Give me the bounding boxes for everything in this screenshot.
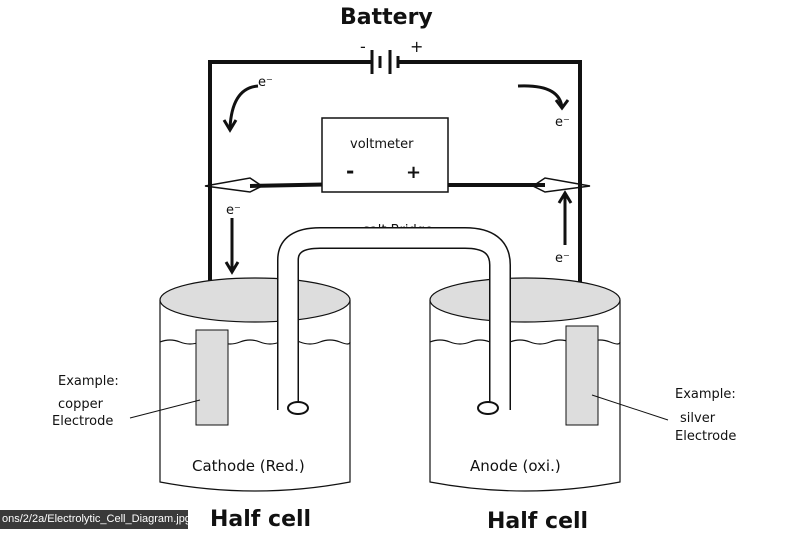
electron-label: e⁻ xyxy=(555,115,570,130)
right-example-line2: Electrode xyxy=(675,429,736,444)
voltmeter-plus: + xyxy=(406,162,421,183)
left-example-title: Example: xyxy=(58,374,119,389)
status-bar-url: ons/2/2a/Electrolytic_Cell_Diagram.jpg xyxy=(0,510,188,529)
silver-electrode xyxy=(565,325,599,426)
circuit-wire xyxy=(208,60,582,330)
battery-plus: + xyxy=(410,37,423,56)
copper-electrode xyxy=(195,329,229,426)
left-example-line2: Electrode xyxy=(52,414,113,429)
anode-label: Anode (oxi.) xyxy=(470,457,561,475)
alligator-clip-left xyxy=(204,177,264,193)
electron-arrow xyxy=(222,84,573,275)
cathode-label: Cathode (Red.) xyxy=(192,457,305,475)
battery-minus: - xyxy=(360,37,366,56)
electron-label: e⁻ xyxy=(258,75,273,90)
electron-label: e⁻ xyxy=(555,251,570,266)
right-half-cell-caption: Half cell xyxy=(487,509,588,533)
pointer-line xyxy=(591,394,669,421)
alligator-clip-right xyxy=(531,177,591,193)
voltmeter-label: voltmeter xyxy=(350,137,414,152)
pointer-line xyxy=(129,399,201,419)
left-example-line1: copper xyxy=(58,397,104,412)
electron-label: e⁻ xyxy=(226,203,241,218)
voltmeter xyxy=(321,117,449,193)
voltmeter-minus: - xyxy=(346,159,354,183)
right-example-title: Example: xyxy=(675,387,736,402)
battery-symbol xyxy=(370,50,400,74)
left-half-cell-caption: Half cell xyxy=(210,507,311,532)
battery-label: Battery xyxy=(340,5,433,30)
right-example-line1: silver xyxy=(680,411,716,426)
